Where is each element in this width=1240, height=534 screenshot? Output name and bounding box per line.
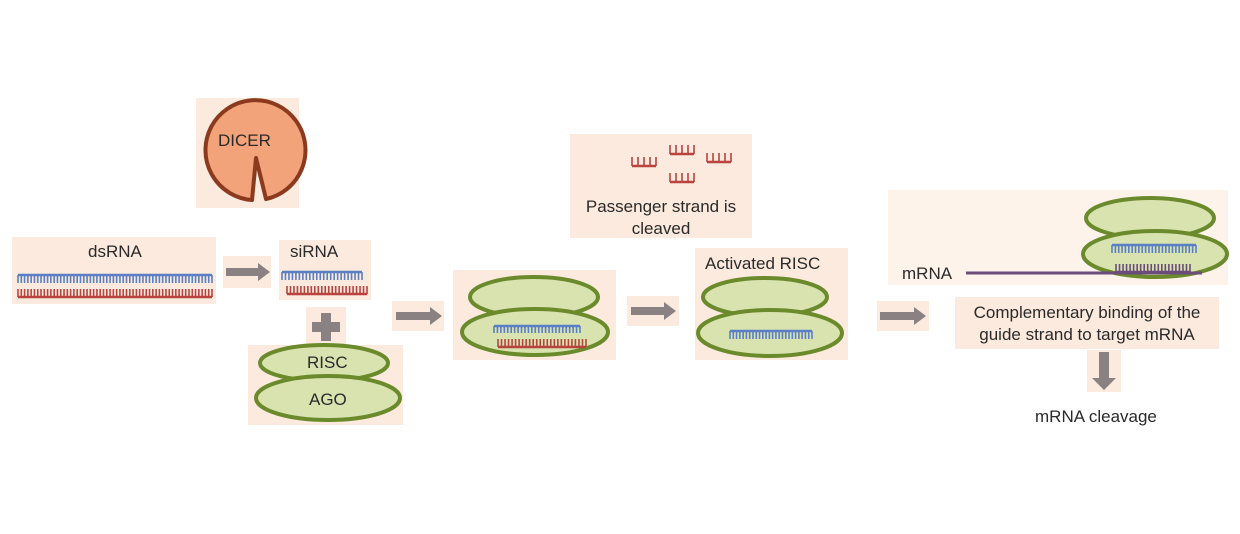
arrow-5 bbox=[1092, 352, 1116, 390]
complementary-label: Complementary binding of the guide stran… bbox=[973, 303, 1201, 344]
passenger-panel bbox=[570, 134, 752, 238]
target-purple-strand bbox=[1115, 264, 1191, 274]
dicer-shape bbox=[203, 98, 308, 202]
ago-lobe bbox=[254, 374, 402, 422]
arrow-2 bbox=[396, 307, 442, 325]
activated-blue-strand bbox=[729, 329, 813, 339]
sirna-red-strand bbox=[286, 286, 368, 296]
passenger-fragment-4 bbox=[669, 173, 695, 184]
mrna-label: mRNA bbox=[902, 264, 953, 283]
passenger-fragment-3 bbox=[706, 153, 732, 164]
passenger-label: Passenger strand is cleaved bbox=[585, 197, 737, 238]
passenger-fragment-1 bbox=[631, 157, 657, 168]
sirna-blue-strand bbox=[281, 270, 363, 280]
arrow-4 bbox=[880, 307, 926, 325]
sirna-label: siRNA bbox=[290, 242, 339, 261]
cleavage-label: mRNA cleavage bbox=[1035, 407, 1157, 426]
dsrna-red-strand bbox=[17, 289, 213, 299]
loaded-red-strand bbox=[497, 339, 587, 349]
target-blue-strand bbox=[1111, 243, 1197, 253]
process-arrows bbox=[226, 263, 1116, 390]
arrow-1 bbox=[226, 263, 270, 281]
ago-label: AGO bbox=[309, 390, 347, 409]
activated-risc-label: Activated RISC bbox=[705, 254, 821, 273]
dsrna-label: dsRNA bbox=[88, 242, 142, 261]
plus-sign bbox=[312, 313, 340, 341]
risc-label: RISC bbox=[307, 353, 348, 372]
dicer-label: DICER bbox=[218, 131, 271, 150]
loaded-blue-strand bbox=[493, 324, 581, 333]
arrow-3 bbox=[631, 302, 676, 320]
rna-strands bbox=[17, 145, 1197, 349]
passenger-fragment-2 bbox=[669, 145, 695, 156]
complementary-panel bbox=[955, 297, 1219, 349]
dsrna-blue-strand bbox=[17, 273, 213, 283]
